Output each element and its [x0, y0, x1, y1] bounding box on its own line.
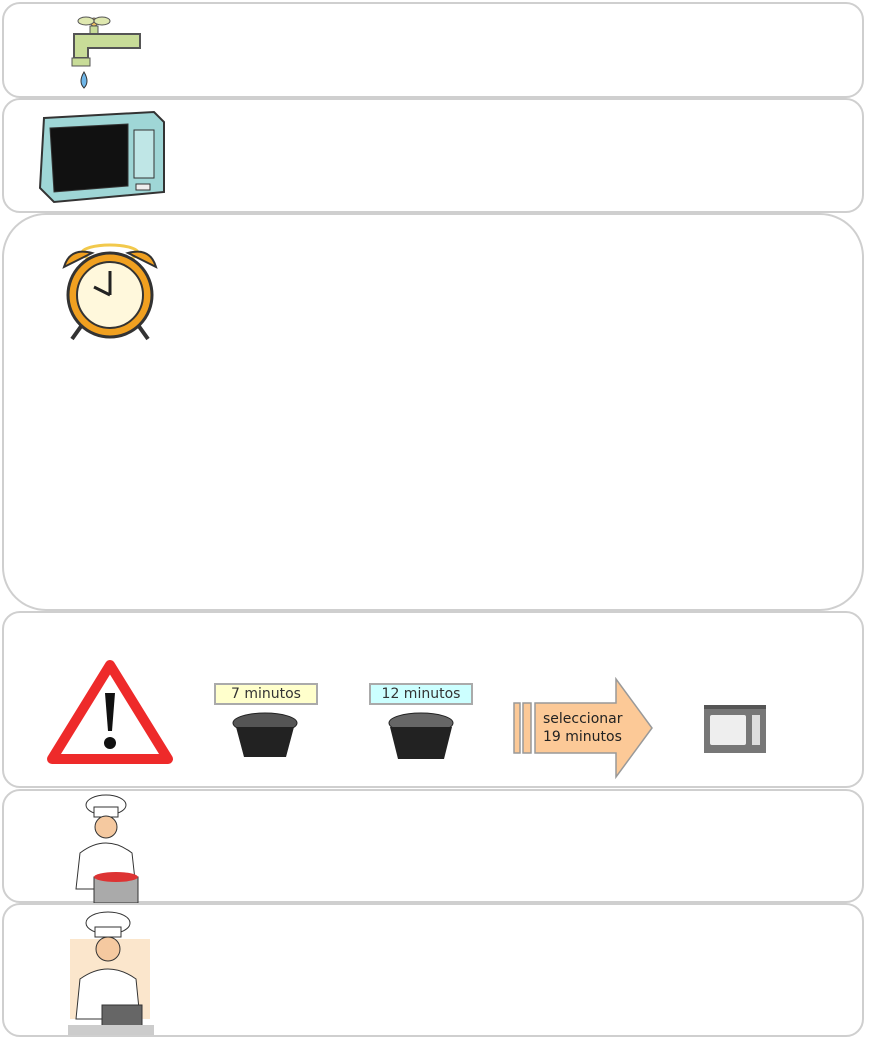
step-panel-chef-tasting	[2, 903, 864, 1037]
step-panel-microwave	[2, 98, 864, 213]
step-panel-faucet	[2, 2, 864, 98]
step-panel-clock	[2, 213, 864, 611]
microwave-icon	[704, 705, 766, 753]
alarm-clock-icon	[62, 243, 158, 341]
step-panel-warning: 7 minutos 12 minutos seleccionar 19 minu…	[2, 611, 864, 788]
chef-stirring-icon	[75, 794, 139, 903]
arrow-text: seleccionar 19 minutos	[543, 710, 622, 746]
arrow-line-2: 19 minutos	[543, 729, 622, 745]
warning-icon	[47, 660, 173, 764]
time-label-7: 7 minutos	[214, 683, 318, 705]
food-container-icon	[388, 712, 454, 759]
arrow-shape	[513, 677, 653, 780]
step-panel-chef-stirring	[2, 789, 864, 903]
faucet-icon	[71, 16, 141, 89]
food-container-icon	[232, 712, 298, 757]
microwave-icon	[38, 110, 165, 204]
time-label-12: 12 minutos	[369, 683, 473, 705]
chef-tasting-icon	[68, 911, 154, 1035]
arrow-line-1: seleccionar	[543, 711, 623, 727]
